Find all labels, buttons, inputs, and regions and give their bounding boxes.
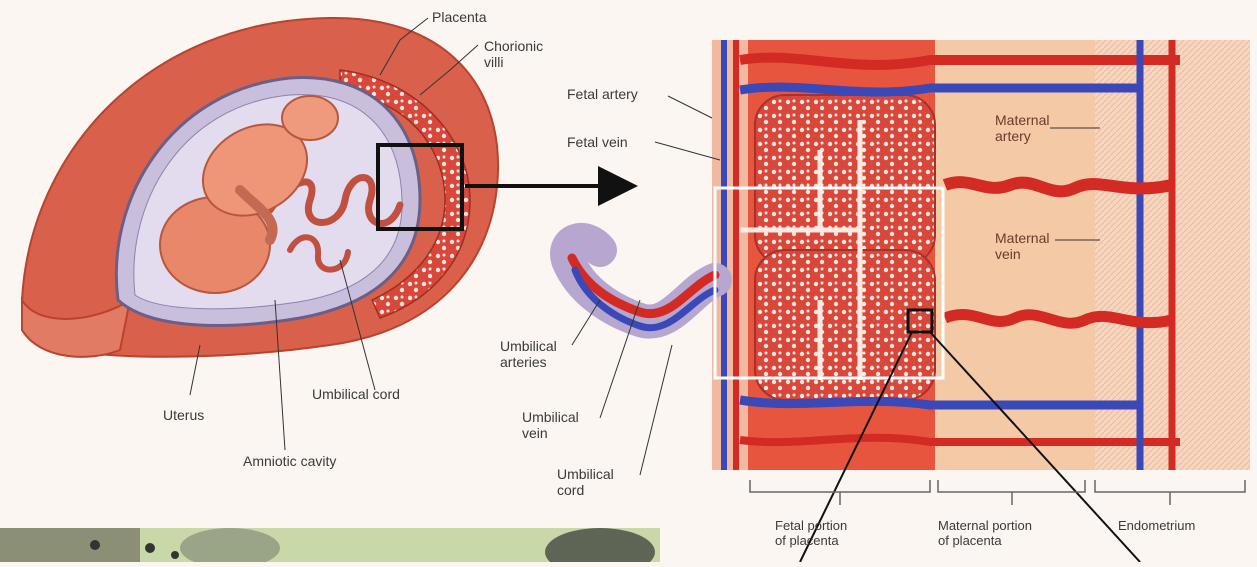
label-maternal-portion: Maternal portion of placenta	[938, 518, 1032, 548]
label-umbilical-cord-left: Umbilical cord	[312, 386, 400, 402]
placenta-section	[567, 40, 1250, 562]
label-amniotic-cavity: Amniotic cavity	[243, 453, 336, 469]
label-endometrium: Endometrium	[1118, 518, 1195, 533]
uterus-illustration	[22, 18, 498, 357]
micrograph-strip	[0, 528, 660, 562]
label-umbilical-vein: Umbilical vein	[522, 409, 579, 441]
label-maternal-vein: Maternal vein	[995, 230, 1049, 262]
section-brackets	[750, 480, 1245, 505]
label-fetal-vein: Fetal vein	[567, 134, 628, 150]
label-fetal-portion: Fetal portion of placenta	[775, 518, 847, 548]
label-umbilical-cord-right: Umbilical cord	[557, 466, 614, 498]
label-umbilical-arteries: Umbilical arteries	[500, 338, 557, 370]
villi-lobe-upper	[755, 95, 935, 265]
label-uterus: Uterus	[163, 407, 204, 423]
label-maternal-artery: Maternal artery	[995, 112, 1049, 144]
label-placenta: Placenta	[432, 9, 486, 25]
label-fetal-artery: Fetal artery	[567, 86, 638, 102]
label-chorionic-villi: Chorionic villi	[484, 38, 543, 70]
